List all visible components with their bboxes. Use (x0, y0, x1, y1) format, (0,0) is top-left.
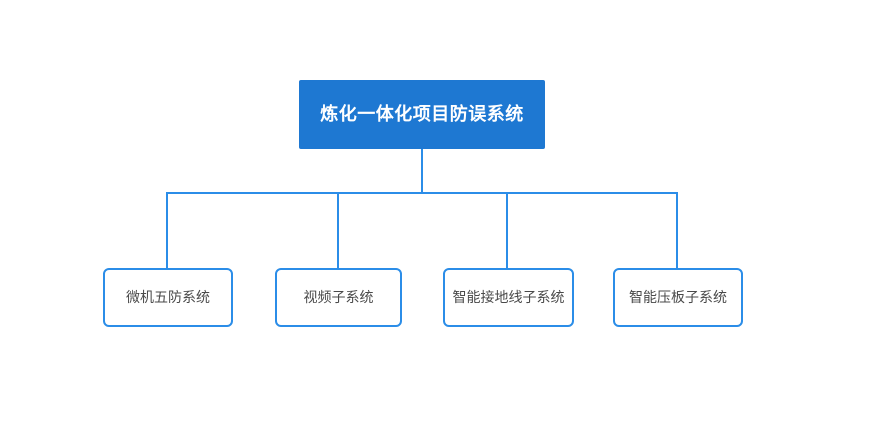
root-node[interactable]: 炼化一体化项目防误系统 (299, 80, 545, 149)
child-node-pressplate[interactable]: 智能压板子系统 (613, 268, 743, 327)
child-node-label: 微机五防系统 (126, 289, 210, 306)
connector-bus (166, 192, 678, 194)
connector-root-stem (421, 149, 423, 193)
child-node-label: 视频子系统 (303, 289, 374, 306)
child-node-video[interactable]: 视频子系统 (275, 268, 402, 327)
child-node-label: 智能接地线子系统 (452, 289, 565, 306)
connector-drop-2 (337, 192, 339, 269)
root-node-label: 炼化一体化项目防误系统 (320, 103, 524, 124)
connector-drop-1 (166, 192, 168, 269)
connector-drop-3 (506, 192, 508, 269)
connector-drop-4 (676, 192, 678, 269)
child-node-wjwf[interactable]: 微机五防系统 (103, 268, 233, 327)
child-node-label: 智能压板子系统 (629, 289, 727, 306)
child-node-grounding[interactable]: 智能接地线子系统 (443, 268, 574, 327)
